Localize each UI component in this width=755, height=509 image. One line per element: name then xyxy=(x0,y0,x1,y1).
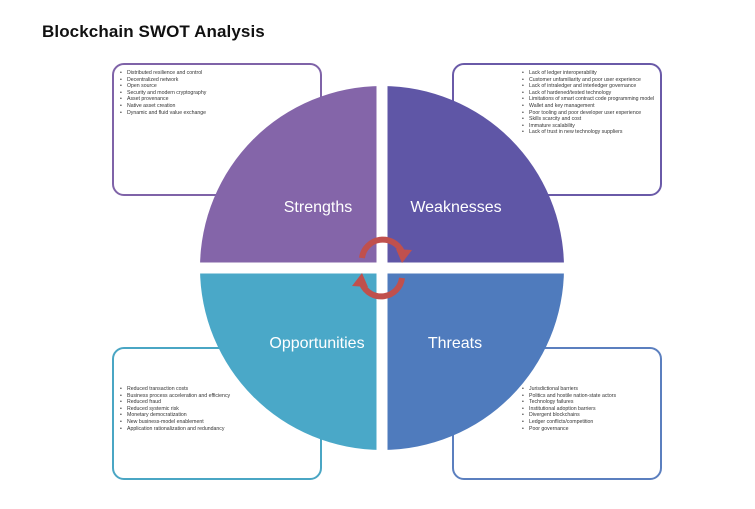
threats-label: Threats xyxy=(428,335,482,352)
strengths-label: Strengths xyxy=(284,199,352,216)
opportunities-list: Reduced transaction costsBusiness proces… xyxy=(120,386,230,432)
list-item: Limitations of smart contract code progr… xyxy=(522,96,654,103)
list-item: Lack of hardened/tested technology xyxy=(522,90,654,97)
list-item: Poor tooling and poor developer user exp… xyxy=(522,110,654,117)
page-title: Blockchain SWOT Analysis xyxy=(42,22,265,41)
list-item: Immature scalability xyxy=(522,123,654,130)
opportunities-label: Opportunities xyxy=(269,335,364,352)
list-item: Distributed resilience and control xyxy=(120,70,206,77)
strengths-quadrant xyxy=(200,86,382,268)
list-item: Monetary democratization xyxy=(120,412,230,419)
list-item: Lack of intraledger and interledger gove… xyxy=(522,83,654,90)
threats-list: Jurisdictional barriersPolitics and host… xyxy=(522,386,616,432)
weaknesses-quadrant xyxy=(382,86,564,268)
list-item: Reduced transaction costs xyxy=(120,386,230,393)
weaknesses-list: Lack of ledger interoperabilityCustomer … xyxy=(522,70,654,136)
list-item: Jurisdictional barriers xyxy=(522,386,616,393)
horizontal-divider xyxy=(194,262,570,274)
cycle-arrows-icon xyxy=(352,236,412,300)
list-item: Security and modern cryptography xyxy=(120,90,206,97)
threats-quadrant xyxy=(382,268,564,450)
list-item: Ledger conflicts/competition xyxy=(522,419,616,426)
list-item: Reduced systemic risk xyxy=(120,406,230,413)
list-item: Politics and hostile nation-state actors xyxy=(522,393,616,400)
list-item: Reduced fraud xyxy=(120,399,230,406)
opportunities-quadrant xyxy=(200,268,382,450)
list-item: Institutional adoption barriers xyxy=(522,406,616,413)
list-item: Business process acceleration and effici… xyxy=(120,393,230,400)
list-item: Customer unfamiliarity and poor user exp… xyxy=(522,77,654,84)
list-item: New business-model enablement xyxy=(120,419,230,426)
weaknesses-label: Weaknesses xyxy=(410,199,501,216)
list-item: Asset provenance xyxy=(120,96,206,103)
list-item: Dynamic and fluid value exchange xyxy=(120,110,206,117)
list-item: Open source xyxy=(120,83,206,90)
list-item: Poor governance xyxy=(522,426,616,433)
list-item: Wallet and key management xyxy=(522,103,654,110)
list-item: Skills scarcity and cost xyxy=(522,116,654,123)
list-item: Decentralized network xyxy=(120,77,206,84)
strengths-list: Distributed resilience and controlDecent… xyxy=(120,70,206,116)
list-item: Application rationalization and redundan… xyxy=(120,426,230,433)
list-item: Lack of trust in new technology supplier… xyxy=(522,129,654,136)
list-item: Lack of ledger interoperability xyxy=(522,70,654,77)
list-item: Native asset creation xyxy=(120,103,206,110)
list-item: Technology failures xyxy=(522,399,616,406)
list-item: Divergent blockchains xyxy=(522,412,616,419)
